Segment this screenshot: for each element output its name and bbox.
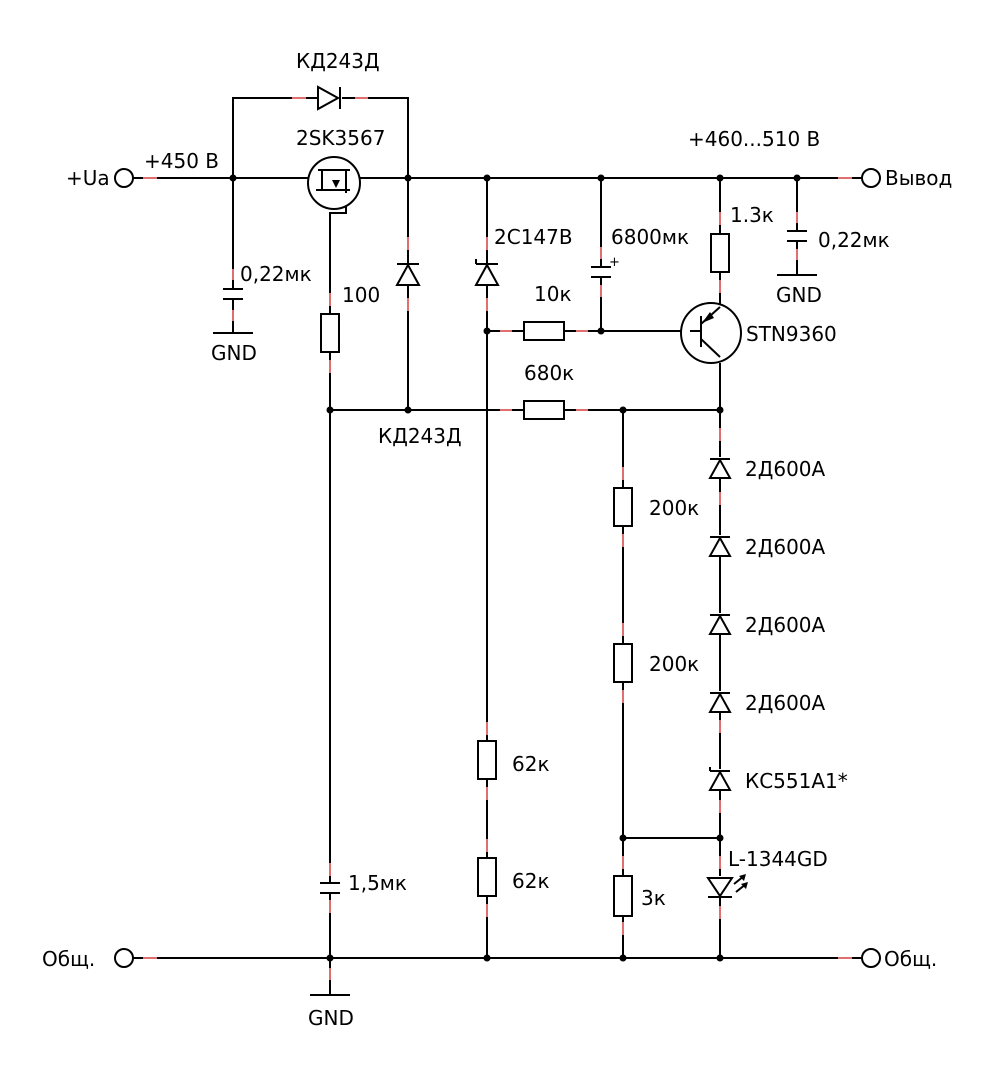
label-output-voltage: +460...510 В bbox=[688, 127, 820, 151]
label-resistor-divider-3: 3к bbox=[641, 886, 666, 910]
label-diode-stack-1: 2Д600А bbox=[745, 457, 826, 481]
label-resistor-base: 10к bbox=[534, 282, 572, 306]
label-cap-input: 0,22мк bbox=[240, 262, 312, 286]
label-gnd-output: GND bbox=[776, 283, 822, 307]
cap-polarity-mark: + bbox=[609, 255, 620, 270]
label-diode-bypass: КД243Д bbox=[296, 49, 380, 73]
label-common-right: Общ. bbox=[884, 947, 937, 971]
resistor-divider-1[interactable] bbox=[613, 487, 633, 527]
label-resistor-gate: 100 bbox=[342, 283, 380, 307]
capacitor-input[interactable] bbox=[223, 288, 243, 300]
terminal-common-left[interactable] bbox=[114, 948, 134, 968]
label-resistor-divider-1: 200к bbox=[649, 496, 699, 520]
junction-dots bbox=[229, 174, 801, 962]
zener-2c147b[interactable] bbox=[474, 259, 500, 286]
label-gnd-main: GND bbox=[308, 1006, 354, 1030]
label-resistor-collector: 1.3к bbox=[730, 203, 774, 227]
label-transistor: STN9360 bbox=[746, 322, 837, 346]
label-cap-output: 0,22мк bbox=[818, 228, 890, 252]
label-diode-stack-3: 2Д600А bbox=[745, 613, 826, 637]
terminal-input[interactable] bbox=[114, 168, 134, 188]
diode-stack-3[interactable] bbox=[708, 613, 732, 635]
resistor-divider-2[interactable] bbox=[613, 643, 633, 683]
label-gnd-input: GND bbox=[211, 341, 257, 365]
led-indicator[interactable] bbox=[706, 874, 748, 898]
diode-stack-2[interactable] bbox=[708, 535, 732, 557]
capacitor-output[interactable] bbox=[787, 230, 807, 242]
label-common-left: Общ. bbox=[42, 947, 95, 971]
label-mosfet: 2SK3567 bbox=[296, 126, 385, 150]
resistor-collector[interactable] bbox=[710, 233, 730, 273]
label-resistor-62k-b: 62к bbox=[512, 869, 550, 893]
label-input-voltage: +450 В bbox=[144, 149, 219, 173]
zener-reference[interactable] bbox=[708, 767, 732, 791]
label-cap-gate: 1,5мк bbox=[348, 871, 407, 895]
label-led: L-1344GD bbox=[728, 847, 828, 871]
diode-stack-1[interactable] bbox=[708, 457, 732, 479]
label-diode-stack-2: 2Д600А bbox=[745, 535, 826, 559]
label-output-terminal: Вывод bbox=[885, 166, 952, 190]
label-diode-stack-4: 2Д600А bbox=[745, 691, 826, 715]
resistor-gate[interactable] bbox=[320, 313, 340, 353]
transistor-stn9360[interactable] bbox=[680, 302, 742, 364]
diode-bypass[interactable] bbox=[317, 85, 341, 111]
labels: +Ua +450 В КД243Д 2SK3567 0,22мк GND 100… bbox=[42, 49, 952, 1030]
diode-protect[interactable] bbox=[395, 262, 421, 286]
label-zener: 2С147В bbox=[494, 225, 573, 249]
label-resistor-feedback: 680к bbox=[524, 361, 574, 385]
label-zener-reference: КС551А1* bbox=[745, 769, 848, 793]
resistor-62k-a[interactable] bbox=[477, 740, 497, 780]
label-input-terminal: +Ua bbox=[66, 166, 110, 190]
terminal-output[interactable] bbox=[861, 168, 881, 188]
mosfet-2sk3567[interactable] bbox=[307, 156, 361, 210]
label-diode-protect: КД243Д bbox=[378, 424, 462, 448]
diode-stack-4[interactable] bbox=[708, 691, 732, 713]
label-resistor-divider-2: 200к bbox=[649, 652, 699, 676]
terminal-common-right[interactable] bbox=[861, 948, 881, 968]
label-resistor-62k-a: 62к bbox=[512, 752, 550, 776]
capacitor-gate[interactable] bbox=[320, 882, 340, 894]
resistor-base[interactable] bbox=[523, 321, 565, 341]
resistor-62k-b[interactable] bbox=[477, 857, 497, 897]
resistor-divider-3[interactable] bbox=[613, 875, 633, 917]
resistor-feedback[interactable] bbox=[523, 400, 565, 420]
label-cap-electrolytic: 6800мк bbox=[611, 225, 689, 249]
capacitor-electrolytic[interactable] bbox=[591, 266, 611, 278]
